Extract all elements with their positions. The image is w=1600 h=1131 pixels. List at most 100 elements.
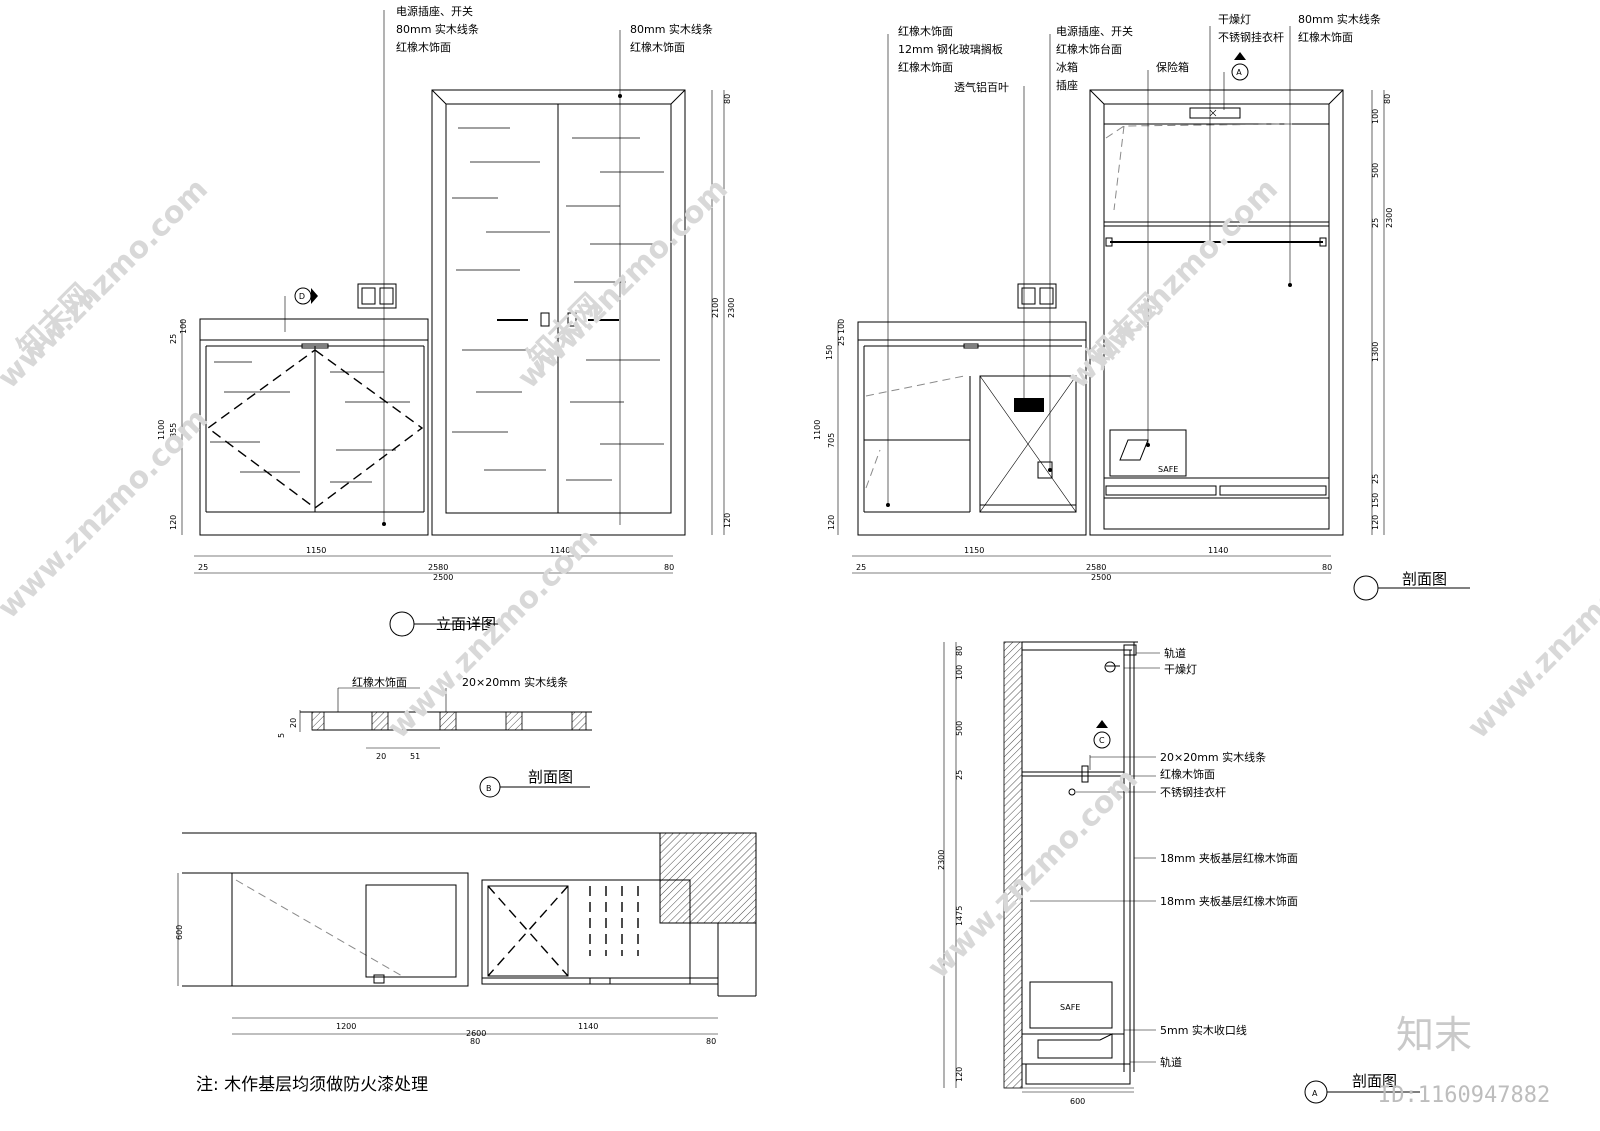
plan-dimensions: 600 1200 2600 1140 80 80 <box>175 925 716 1046</box>
section-main-drawing <box>837 26 1470 601</box>
elevation-label-oak-veneer: 红橡木饰面 <box>396 40 451 54</box>
sec-dim-right-120: 120 <box>1371 515 1380 530</box>
elev-dim-left-25: 25 <box>169 334 178 344</box>
section-b-annotations: 红橡木饰面 20×20mm 实木线条 20 5 20 51 B 剖面图 <box>277 675 573 793</box>
elev-dim-left-855: 855 <box>169 423 178 438</box>
elevation-label-wood-strip-right: 80mm 实木线条 <box>630 22 713 36</box>
elev-dim-bottom-1150: 1150 <box>306 546 326 555</box>
watermark-site-6: www.znzmo.com <box>921 762 1145 986</box>
elev-dim-right-120: 120 <box>723 513 732 528</box>
elevation-marker-letter: D <box>299 292 305 301</box>
sec-dim-bottom-2500: 2500 <box>1091 573 1111 582</box>
wardrobe-grain <box>452 127 664 481</box>
elev-dim-left-100: 100 <box>179 319 188 334</box>
elev-dim-right-80: 80 <box>723 94 732 104</box>
section-a-label-dryer-lamp: 干燥灯 <box>1164 663 1197 676</box>
section-a-marker-c <box>1089 720 1111 770</box>
sec-dim-left-150: 150 <box>825 345 834 360</box>
section-b-label-strip: 20×20mm 实木线条 <box>462 675 568 689</box>
section-label-louver: 透气铝百叶 <box>954 80 1009 94</box>
section-a-title: 剖面图 <box>1352 1072 1397 1090</box>
section-a-label-oak-veneer: 红橡木饰面 <box>1160 767 1215 781</box>
watermark-logo: 知末 <box>1396 1013 1472 1057</box>
section-label-oak-veneer-1: 红橡木饰面 <box>898 24 953 38</box>
plan-drawing <box>177 832 757 1035</box>
sec-dim-left-25: 25 <box>837 336 846 346</box>
low-cabinet-grain <box>210 361 410 483</box>
section-a-label-trim: 5mm 实木收口线 <box>1160 1023 1247 1037</box>
sa-dim-80: 80 <box>955 646 964 656</box>
elev-dim-bottom-25: 25 <box>198 563 208 572</box>
elev-dim-bottom-2580: 2580 <box>428 563 448 572</box>
section-main-annotations: 红橡木饰面 12mm 钢化玻璃搁板 红橡木饰面 透气铝百叶 电源插座、开关 红橡… <box>898 12 1447 588</box>
section-label-dryer-lamp: 干燥灯 <box>1218 13 1251 26</box>
watermark-id: ID:1160947882 <box>1378 1083 1550 1108</box>
watermark-site-7: www.znzmo.com <box>1461 522 1600 746</box>
section-b-dim-51: 51 <box>410 752 420 761</box>
section-a-label-panel-1: 18mm 夹板基层红橡木饰面 <box>1160 851 1298 865</box>
section-marker-letter: A <box>1236 68 1242 77</box>
sa-dim-25: 25 <box>955 770 964 780</box>
plan-dim-600: 600 <box>175 925 184 940</box>
elevation-label-socket-switch: 电源插座、开关 <box>396 4 473 18</box>
section-a-label-rail-bottom: 轨道 <box>1160 1055 1182 1069</box>
section-a-annotations: 轨道 干燥灯 20×20mm 实木线条 红橡木饰面 不锈钢挂衣杆 18mm 夹板… <box>1060 646 1397 1098</box>
plan-louver-slats <box>589 886 639 956</box>
sa-dim-120: 120 <box>955 1067 964 1082</box>
elevation-dimensions: 25 100 1100 855 120 80 2100 2300 120 25 … <box>157 94 736 582</box>
note-text: 注: 木作基层均须做防火漆处理 <box>196 1075 428 1095</box>
sec-dim-left-1100: 1100 <box>813 420 822 440</box>
section-label-oak-veneer-2: 红橡木饰面 <box>898 60 953 74</box>
section-main-marker-a <box>1223 52 1249 110</box>
plan-dim-80a: 80 <box>470 1037 480 1046</box>
elev-dim-bottom-2500: 2500 <box>433 573 453 582</box>
section-label-safe: 保险箱 <box>1156 60 1189 74</box>
section-a-drawing <box>943 641 1420 1104</box>
elevation-label-wood-strip: 80mm 实木线条 <box>396 22 479 36</box>
sec-dim-left-705: 705 <box>827 433 836 448</box>
elev-dim-left-120: 120 <box>169 515 178 530</box>
elev-dim-right-2100: 2100 <box>711 298 720 318</box>
elev-dim-left-1100: 1100 <box>157 420 166 440</box>
sa-dim-2300: 2300 <box>937 850 946 870</box>
section-a-label-ss-rod: 不锈钢挂衣杆 <box>1160 785 1226 799</box>
elevation-label-oak-veneer-right: 红橡木饰面 <box>630 40 685 54</box>
sec-dim-left-100: 100 <box>837 319 846 334</box>
sec-dim-bottom-1140: 1140 <box>1208 546 1228 555</box>
elev-dim-bottom-1140: 1140 <box>550 546 570 555</box>
section-label-oak-veneer-3: 红橡木饰面 <box>1298 30 1353 44</box>
section-main-dimensions: 25 150 100 1100 705 120 80 100 500 25 23… <box>813 94 1394 582</box>
sec-dim-right-25a: 25 <box>1371 218 1380 228</box>
elev-dim-right-2300: 2300 <box>727 298 736 318</box>
sec-dim-right-1300: 1300 <box>1371 342 1380 362</box>
section-label-ss-rod: 不锈钢挂衣杆 <box>1218 30 1284 44</box>
section-b-label-oak-veneer: 红橡木饰面 <box>352 675 407 689</box>
section-main-title: 剖面图 <box>1402 570 1447 588</box>
sec-dim-right-500: 500 <box>1371 163 1380 178</box>
section-a-marker-letter: A <box>1312 1089 1318 1098</box>
sa-dim-1475: 1475 <box>955 906 964 926</box>
sec-dim-right-150: 150 <box>1371 493 1380 508</box>
watermark-brand-3: 知末网 <box>1081 287 1169 375</box>
sa-dim-100: 100 <box>955 665 964 680</box>
section-label-oak-counter: 红橡木饰台面 <box>1056 42 1122 56</box>
section-b-title: 剖面图 <box>528 768 573 786</box>
section-a-dimensions: 80 100 500 25 2300 1475 120 600 <box>937 646 1085 1106</box>
section-b-marker-letter: B <box>486 784 492 793</box>
section-b-dim-5: 5 <box>277 733 286 738</box>
section-b-drawing <box>299 687 592 798</box>
plan-dim-80b: 80 <box>706 1037 716 1046</box>
elevation-annotations: 电源插座、开关 80mm 实木线条 红橡木饰面 80mm 实木线条 红橡木饰面 … <box>299 4 713 633</box>
sec-dim-bottom-25: 25 <box>856 563 866 572</box>
elevation-title: 立面详图 <box>436 615 496 633</box>
section-safe-text: SAFE <box>1158 465 1178 474</box>
section-label-fridge: 冰箱 <box>1056 60 1078 74</box>
section-b-dim-20a: 20 <box>289 718 298 728</box>
sec-dim-right-80: 80 <box>1383 94 1392 104</box>
section-b-dim-20b: 20 <box>376 752 386 761</box>
sa-dim-bottom-600: 600 <box>1070 1097 1085 1106</box>
sec-dim-bottom-80: 80 <box>1322 563 1332 572</box>
sec-dim-right-25b: 25 <box>1371 474 1380 484</box>
sec-dim-right-100: 100 <box>1371 109 1380 124</box>
